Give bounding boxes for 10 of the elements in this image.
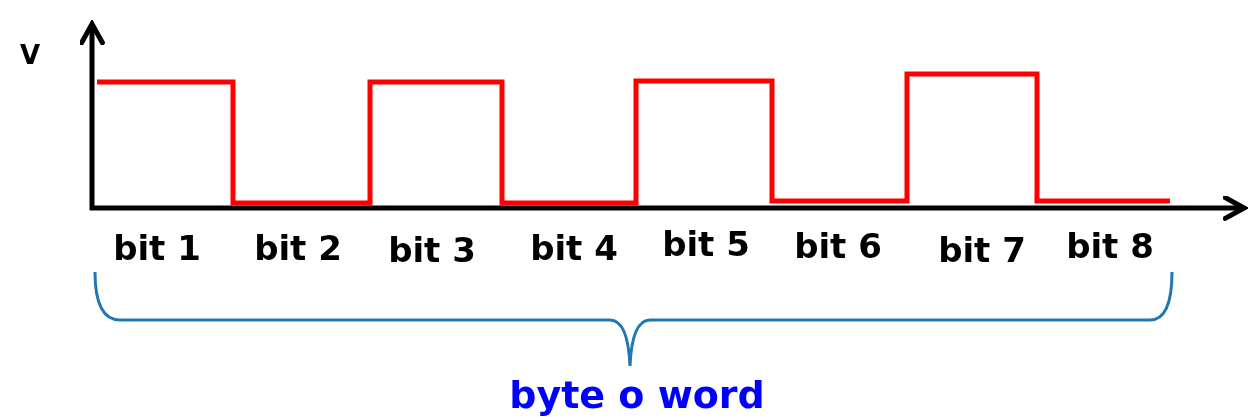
bit-label: bit 3 xyxy=(388,233,476,267)
bit-label: bit 2 xyxy=(254,231,342,265)
bit-label: bit 5 xyxy=(662,227,750,261)
bit-label: bit 6 xyxy=(794,229,882,263)
bit-label: bit 1 xyxy=(113,231,201,265)
bit-label: bit 7 xyxy=(938,233,1026,267)
brace-label: byte o word xyxy=(509,376,765,414)
axis-label: V xyxy=(19,42,41,68)
bit-label: bit 8 xyxy=(1066,229,1154,263)
bit-label: bit 4 xyxy=(530,231,618,265)
